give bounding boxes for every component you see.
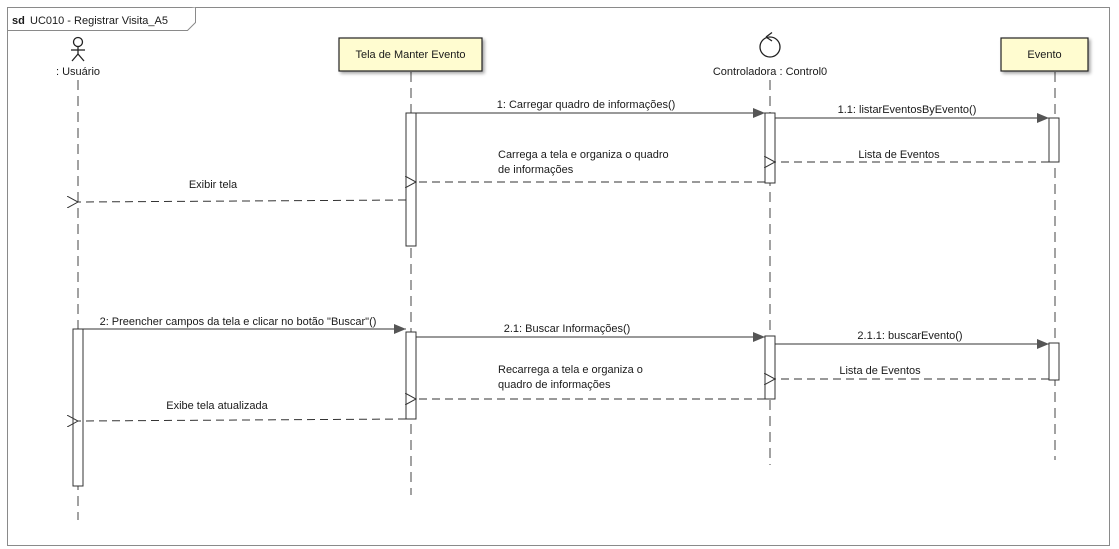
return-exibe-label: Exibe tela atualizada: [166, 400, 268, 412]
activation-evento-1: [1048, 117, 1060, 163]
return-2-1-1-label: Lista de Eventos: [839, 365, 921, 377]
participant-evento-label: Evento: [1027, 49, 1061, 61]
return-exibir-label: Exibir tela: [189, 179, 238, 191]
return-1-1-label: Lista de Eventos: [858, 149, 940, 161]
return-2-1: Recarrega a tela e organiza o quadro de …: [416, 364, 765, 399]
activation-evento-2: [1048, 342, 1060, 381]
message-1: 1: Carregar quadro de informações(): [416, 99, 765, 118]
frame-keyword: sd: [12, 15, 25, 27]
return-1-1: Lista de Eventos: [775, 149, 1049, 162]
message-1-1-label: 1.1: listarEventosByEvento(): [838, 104, 977, 116]
return-1-label-line1: Carrega a tela e organiza o quadro: [498, 149, 669, 161]
participant-controladora-label: Controladora : Control0: [713, 66, 827, 78]
participant-tela-label: Tela de Manter Evento: [355, 49, 465, 61]
participant-tela: Tela de Manter Evento: [338, 37, 483, 72]
participant-controladora: Controladora : Control0: [713, 31, 827, 78]
message-2-1-label: 2.1: Buscar Informações(): [504, 323, 631, 335]
return-2-1-1: Lista de Eventos: [775, 365, 1049, 379]
participant-usuario-label: : Usuário: [56, 66, 100, 78]
participant-evento: Evento: [1000, 37, 1089, 72]
message-2-1-1: 2.1.1: buscarEvento(): [775, 330, 1049, 349]
return-1-label-line2: de informações: [498, 164, 574, 176]
message-2-1: 2.1: Buscar Informações(): [416, 323, 765, 342]
activation-controladora-2: [764, 335, 776, 400]
return-2-1-label-line2: quadro de informações: [498, 379, 611, 391]
return-exibe: Exibe tela atualizada: [78, 400, 407, 421]
return-exibir: Exibir tela: [78, 179, 407, 202]
activation-controladora-1: [764, 112, 776, 184]
frame-title: UC010 - Registrar Visita_A5: [30, 15, 168, 27]
message-2-label: 2: Preencher campos da tela e clicar no …: [100, 316, 377, 328]
actor-icon: [71, 36, 85, 62]
control-icon: [759, 31, 781, 58]
activation-tela-2: [405, 331, 417, 420]
activation-tela-1: [405, 112, 417, 247]
return-1: Carrega a tela e organiza o quadro de in…: [416, 149, 765, 182]
participant-usuario: : Usuário: [56, 36, 100, 78]
activation-usuario-2: [72, 328, 84, 487]
return-2-1-label-line1: Recarrega a tela e organiza o: [498, 364, 643, 376]
message-2-1-1-label: 2.1.1: buscarEvento(): [857, 330, 962, 342]
message-2: 2: Preencher campos da tela e clicar no …: [83, 316, 406, 334]
message-1-label: 1: Carregar quadro de informações(): [497, 99, 676, 111]
interaction-frame: sd UC010 - Registrar Visita_A5: [7, 7, 1110, 546]
message-1-1: 1.1: listarEventosByEvento(): [775, 104, 1049, 123]
